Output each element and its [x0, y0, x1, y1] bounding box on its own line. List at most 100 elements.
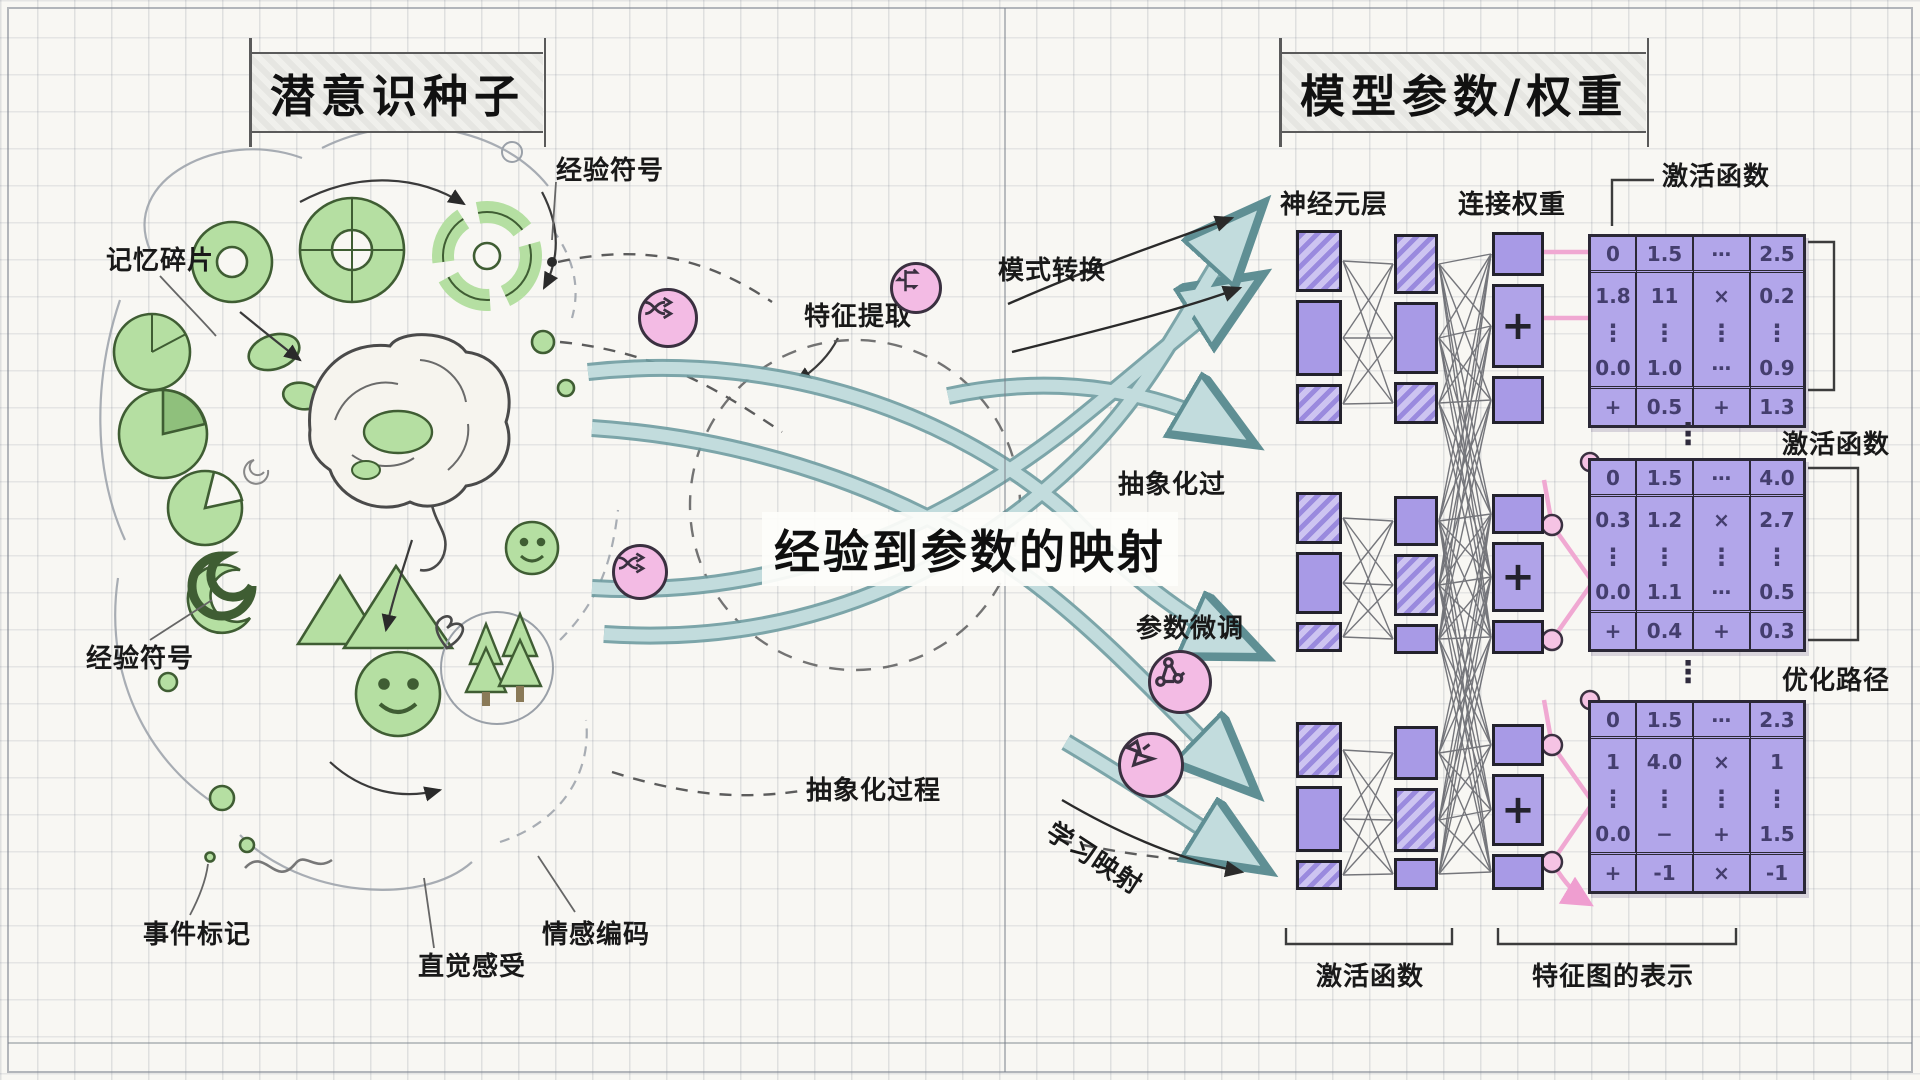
- neuron-box: [1394, 788, 1438, 852]
- label-feature-map: 特征图的表示: [1532, 962, 1695, 992]
- network-connection-lines: [1342, 253, 1492, 876]
- neuron-box: [1394, 624, 1438, 654]
- matrix-cell: 0: [1591, 703, 1637, 739]
- bottom-rule-line: [8, 1042, 1912, 1044]
- matrix-cell: ⋯: [1694, 703, 1751, 739]
- matrix-cell: ⋮: [1765, 785, 1789, 814]
- label-pattern-transform: 模式转换: [998, 256, 1107, 286]
- matrix-cell: ×: [1694, 855, 1751, 891]
- matrix-cell: 0.0: [1591, 573, 1637, 613]
- neuron-box: [1394, 302, 1438, 374]
- matrix-cell: ⋮: [1637, 319, 1694, 349]
- neuron-box: [1296, 552, 1342, 614]
- matrix-cell: 1.5: [1637, 237, 1694, 273]
- matrix-cell: 0.4: [1637, 613, 1694, 649]
- label-feature-extraction: 特征提取: [804, 302, 913, 332]
- weight-box: [1492, 494, 1544, 534]
- matrix-cell: 0.9: [1751, 349, 1803, 389]
- matrix-cell: ×: [1694, 273, 1751, 319]
- matrix-cell: ⋮: [1591, 543, 1637, 573]
- left-title: 潜意识种子: [248, 38, 547, 147]
- label-abstraction: 抽象化过: [1118, 470, 1227, 500]
- label-intuition: 直觉感受: [418, 952, 527, 982]
- trees-symbol: [440, 610, 554, 725]
- label-event-markers: 事件标记: [143, 920, 252, 950]
- matrix-cell: -1: [1765, 861, 1789, 885]
- label-activation-mid: 激活函数: [1782, 430, 1891, 460]
- label-neuron-layers: 神经元层: [1280, 190, 1389, 220]
- matrix-cell: 1.5: [1637, 703, 1694, 739]
- heart-symbol: [243, 141, 523, 873]
- label-emotion-encoding: 情感编码: [542, 920, 651, 950]
- neuron-box: [1296, 722, 1342, 778]
- thought-cloud-outline: [99, 126, 620, 891]
- matrix-cell: ⋮: [1694, 543, 1751, 573]
- shuffle-icon: [645, 296, 674, 320]
- matrix-cell: ⋮: [1591, 319, 1637, 349]
- matrix-cell: 4.0: [1637, 739, 1694, 785]
- process-circle-learning-mapping: [1118, 732, 1184, 798]
- label-activation-top: 激活函数: [1662, 162, 1771, 192]
- neuron-box: [1296, 230, 1342, 292]
- matrix-cell: 2.7: [1759, 508, 1795, 532]
- label-parameter-finetune: 参数微调: [1136, 614, 1245, 644]
- annotation-brackets: [1284, 178, 1860, 946]
- matrix-cell: ⋮: [1694, 785, 1751, 815]
- label-experience-symbols-side: 经验符号: [86, 644, 195, 674]
- matrix-cell: 0.0: [1591, 815, 1637, 855]
- matrix-cell: 1: [1770, 750, 1784, 774]
- matrix-cell: 0.0: [1591, 349, 1637, 389]
- central-mapping-title: 经验到参数的映射: [762, 512, 1178, 586]
- matrix-cell: ⋯: [1694, 237, 1751, 273]
- brain-sketch: [308, 333, 511, 572]
- matrix-cell: ⋮: [1591, 785, 1637, 815]
- matrix-cell: ⋯: [1694, 573, 1751, 613]
- experience-symbol-shapes: [112, 196, 576, 863]
- neuron-box: [1394, 726, 1438, 780]
- plus-sign: +: [1501, 303, 1535, 349]
- matrix-continuation-dots: ⋮: [1673, 655, 1703, 690]
- neuron-box: [1394, 496, 1438, 546]
- matrix-cell: 1.8: [1591, 273, 1637, 319]
- signpost-icon: [894, 268, 920, 292]
- bird-icon: [1123, 738, 1158, 768]
- weight-box: [1492, 232, 1544, 276]
- matrix-cell: +: [1694, 815, 1751, 855]
- matrix-cell: ×: [1694, 497, 1751, 543]
- weight-sum-box: +: [1492, 542, 1544, 612]
- matrix-cell: +: [1591, 613, 1637, 649]
- weight-box: [1492, 854, 1544, 890]
- neuron-box: [1296, 492, 1342, 544]
- label-experience-symbols-top: 经验符号: [556, 156, 665, 186]
- neuron-box: [1296, 622, 1342, 652]
- matrix-cell: 0: [1591, 461, 1637, 497]
- matrix-cell: ⋮: [1694, 319, 1751, 349]
- plus-sign: +: [1501, 554, 1535, 600]
- matrix-cell: −: [1637, 815, 1694, 855]
- matrix-cell: 1.1: [1637, 573, 1694, 613]
- matrix-cell: ⋯: [1694, 461, 1751, 497]
- weight-box: [1492, 376, 1544, 424]
- matrix-cell: ⋮: [1765, 543, 1789, 572]
- neuron-box: [1296, 860, 1342, 890]
- matrix-cell: +: [1591, 389, 1637, 425]
- shuffle-icon: [618, 552, 646, 574]
- matrix-cell: 4.0: [1751, 461, 1803, 497]
- matrix-cell: ⋮: [1637, 543, 1694, 573]
- neuron-box: [1296, 384, 1342, 424]
- matrix-cell: 0: [1591, 237, 1637, 273]
- matrix-cell: 1.5: [1751, 815, 1803, 855]
- plus-sign: +: [1501, 787, 1535, 833]
- matrix-cell: 1.3: [1759, 395, 1795, 419]
- matrix-cell: 1.5: [1637, 461, 1694, 497]
- neuron-box: [1394, 382, 1438, 424]
- process-circle-abstraction: [612, 544, 668, 600]
- neuron-box: [1394, 234, 1438, 294]
- label-connection-weights: 连接权重: [1458, 190, 1567, 220]
- neuron-box: [1394, 858, 1438, 890]
- label-activation-bottom: 激活函数: [1316, 962, 1425, 992]
- matrix-cell: -1: [1637, 855, 1694, 891]
- matrix-continuation-dots: ⋮: [1673, 417, 1703, 452]
- process-circle-feature-extraction: [638, 288, 698, 348]
